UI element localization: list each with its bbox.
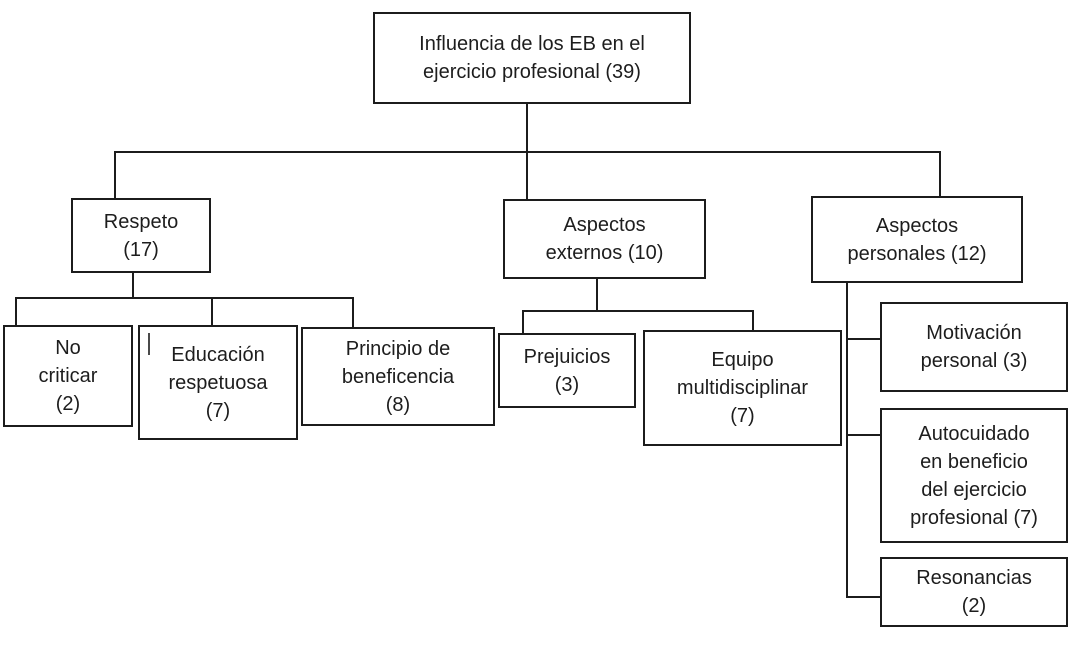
- connector-respeto-children: [15, 271, 354, 328]
- node-educacion-respetuosa: Educación respetuosa (7): [138, 325, 298, 440]
- node-motivacion-personal: Motivación personal (3): [880, 302, 1068, 392]
- node-prejuicios: Prejuicios (3): [498, 333, 636, 408]
- node-aspectos-personales: Aspectos personales (12): [811, 196, 1023, 283]
- node-no-criticar: No criticar (2): [3, 325, 133, 427]
- node-respeto: Respeto (17): [71, 198, 211, 273]
- connector-root-to-level1: [114, 103, 941, 200]
- connector-personales-children: [846, 281, 881, 598]
- node-autocuidado: Autocuidado en beneficio del ejercicio p…: [880, 408, 1068, 543]
- text-cursor: [148, 333, 150, 355]
- node-principio-beneficencia: Principio de beneficencia (8): [301, 327, 495, 426]
- connector-externos-children: [522, 277, 754, 334]
- node-root: Influencia de los EB en el ejercicio pro…: [373, 12, 691, 104]
- node-equipo-multidisciplinar: Equipo multidisciplinar (7): [643, 330, 842, 446]
- node-aspectos-externos: Aspectos externos (10): [503, 199, 706, 279]
- node-resonancias: Resonancias (2): [880, 557, 1068, 627]
